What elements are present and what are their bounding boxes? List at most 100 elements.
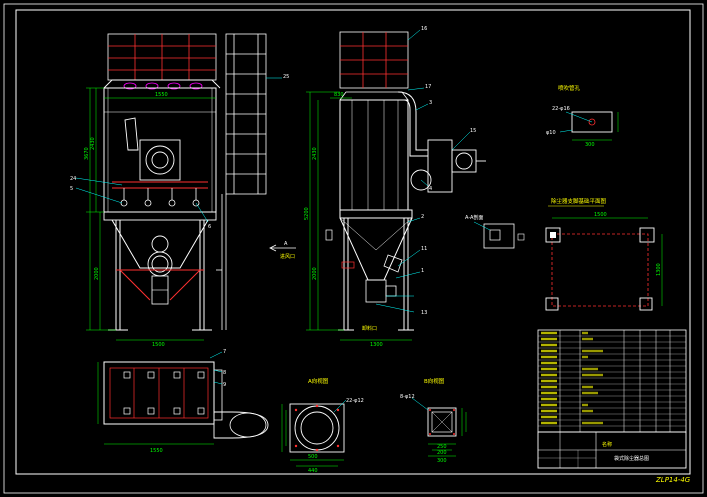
parts-row-name-mark bbox=[582, 331, 588, 335]
name-label: 名称 bbox=[602, 441, 612, 448]
parts-row-code-mark bbox=[541, 379, 557, 383]
svg-text:500: 500 bbox=[308, 454, 318, 460]
blowpipe-dim2: φ10 bbox=[546, 130, 556, 136]
svg-text:1300: 1300 bbox=[370, 342, 383, 348]
a-section-dim: 22-φ12 bbox=[346, 398, 364, 404]
parts-row-code-mark bbox=[541, 361, 557, 365]
blowpipe-hole-detail: 喷吹管孔 22-φ16 φ10 300 bbox=[546, 84, 619, 148]
blowpipe-title: 喷吹管孔 bbox=[558, 84, 581, 92]
parts-row-code-mark bbox=[541, 349, 557, 353]
inner-border bbox=[15, 9, 691, 475]
arrow-a-letter: A bbox=[284, 241, 288, 247]
svg-text:1550: 1550 bbox=[150, 448, 163, 454]
part-2-label: 2 bbox=[421, 214, 424, 220]
view-arrow-a bbox=[269, 244, 296, 252]
part-11-label: 11 bbox=[421, 246, 427, 252]
parts-row-code-mark bbox=[541, 409, 557, 413]
parts-row-name-mark bbox=[582, 355, 588, 359]
side-railing bbox=[339, 31, 409, 89]
front-view: 1550 1500 3670 2430 2000 24 5 6 25 bbox=[70, 33, 289, 348]
svg-text:2430: 2430 bbox=[90, 137, 96, 150]
part-3-label: 3 bbox=[429, 100, 432, 106]
svg-text:2430: 2430 bbox=[312, 147, 318, 160]
svg-text:2000: 2000 bbox=[94, 267, 100, 280]
parts-row-name-mark bbox=[582, 367, 598, 371]
outer-border bbox=[3, 3, 704, 494]
svg-text:440: 440 bbox=[308, 468, 318, 474]
front-dimensions bbox=[86, 87, 216, 341]
b-section-detail: B向视图 8-φ12 250 200 300 bbox=[400, 377, 467, 464]
title-block: 名称 袋式除尘器总图 ZLP14-4G bbox=[537, 431, 691, 484]
svg-text:3670: 3670 bbox=[84, 147, 90, 160]
front-legs bbox=[108, 220, 212, 331]
blow-valves bbox=[120, 188, 200, 207]
parts-row-name-mark bbox=[582, 403, 588, 407]
svg-text:1550: 1550 bbox=[155, 92, 168, 98]
svg-text:250: 250 bbox=[437, 444, 447, 450]
outlet-note: 卸料口 bbox=[362, 325, 377, 332]
part-6-label: 6 bbox=[208, 224, 211, 230]
parts-row-code-mark bbox=[541, 391, 557, 395]
parts-row-name-mark bbox=[582, 373, 603, 377]
parts-row-name-mark bbox=[582, 349, 603, 353]
parts-row-code-mark bbox=[541, 415, 557, 419]
blow-manifold bbox=[112, 181, 208, 189]
parts-row-name-mark bbox=[582, 385, 593, 389]
access-ladder bbox=[216, 33, 267, 330]
svg-text:2000: 2000 bbox=[312, 267, 318, 280]
parts-row-code-mark bbox=[541, 331, 557, 335]
a-section-title: A向视图 bbox=[308, 377, 329, 385]
svg-text:1500: 1500 bbox=[152, 342, 165, 348]
fan-vents bbox=[123, 82, 203, 90]
part-5-label: 5 bbox=[70, 186, 73, 192]
a-section-detail: A向视图 22-φ12 500 440 bbox=[281, 377, 364, 474]
svg-text:300: 300 bbox=[585, 142, 595, 148]
parts-row-code-mark bbox=[541, 343, 557, 347]
part-15-label: 15 bbox=[470, 128, 476, 134]
parts-row-code-mark bbox=[541, 355, 557, 359]
drawing-title: 袋式除尘器总图 bbox=[614, 455, 649, 462]
part-25-label: 25 bbox=[283, 74, 289, 80]
drawing-code: ZLP14-4G bbox=[655, 476, 691, 484]
foundation-title: 除尘器支脚基础平面图 bbox=[551, 197, 607, 205]
anchor-detail-label: A-A剖面 bbox=[465, 214, 483, 221]
parts-row-code-mark bbox=[541, 385, 557, 389]
inlet-note: 进风口 bbox=[280, 253, 295, 260]
parts-row-name-mark bbox=[582, 391, 598, 395]
top-railing bbox=[107, 33, 217, 81]
part-7-label: 7 bbox=[223, 349, 226, 355]
parts-row-name-mark bbox=[582, 337, 593, 341]
part-16-label: 16 bbox=[421, 26, 427, 32]
svg-text:830: 830 bbox=[334, 92, 344, 98]
b-section-title: B向视图 bbox=[424, 377, 445, 385]
part-24-label: 24 bbox=[70, 176, 76, 182]
part-4-label: 4 bbox=[429, 186, 432, 192]
parts-row-code-mark bbox=[541, 373, 557, 377]
front-housing bbox=[103, 87, 217, 213]
part-8-label: 8 bbox=[223, 370, 226, 376]
parts-row-code-mark bbox=[541, 337, 557, 341]
parts-row-name-mark bbox=[582, 409, 593, 413]
parts-row-code-mark bbox=[541, 367, 557, 371]
parts-list bbox=[537, 329, 687, 433]
side-fan bbox=[410, 139, 486, 193]
parts-row-name-mark bbox=[582, 421, 603, 425]
front-leaders bbox=[75, 77, 282, 223]
blowpipe-dim1: 22-φ16 bbox=[552, 106, 570, 112]
part-1-label: 1 bbox=[421, 268, 424, 274]
plan-view: 1550 7 8 9 bbox=[97, 349, 269, 454]
svg-text:200: 200 bbox=[437, 450, 447, 456]
b-section-dim: 8-φ12 bbox=[400, 394, 415, 400]
parts-row-code-mark bbox=[541, 421, 557, 425]
part-13-label: 13 bbox=[421, 310, 427, 316]
svg-text:5200: 5200 bbox=[304, 207, 310, 220]
svg-text:1300: 1300 bbox=[656, 263, 662, 276]
svg-text:300: 300 bbox=[437, 458, 447, 464]
front-fan bbox=[124, 117, 181, 181]
part-9-label: 9 bbox=[223, 382, 226, 388]
side-view: 1300 830 5200 2430 2000 16 17 3 15 4 2 1… bbox=[269, 26, 486, 348]
foundation-plan: 除尘器支脚基础平面图 1500 1300 A-A剖面 bbox=[465, 197, 663, 311]
parts-row-code-mark bbox=[541, 397, 557, 401]
parts-row-code-mark bbox=[541, 403, 557, 407]
